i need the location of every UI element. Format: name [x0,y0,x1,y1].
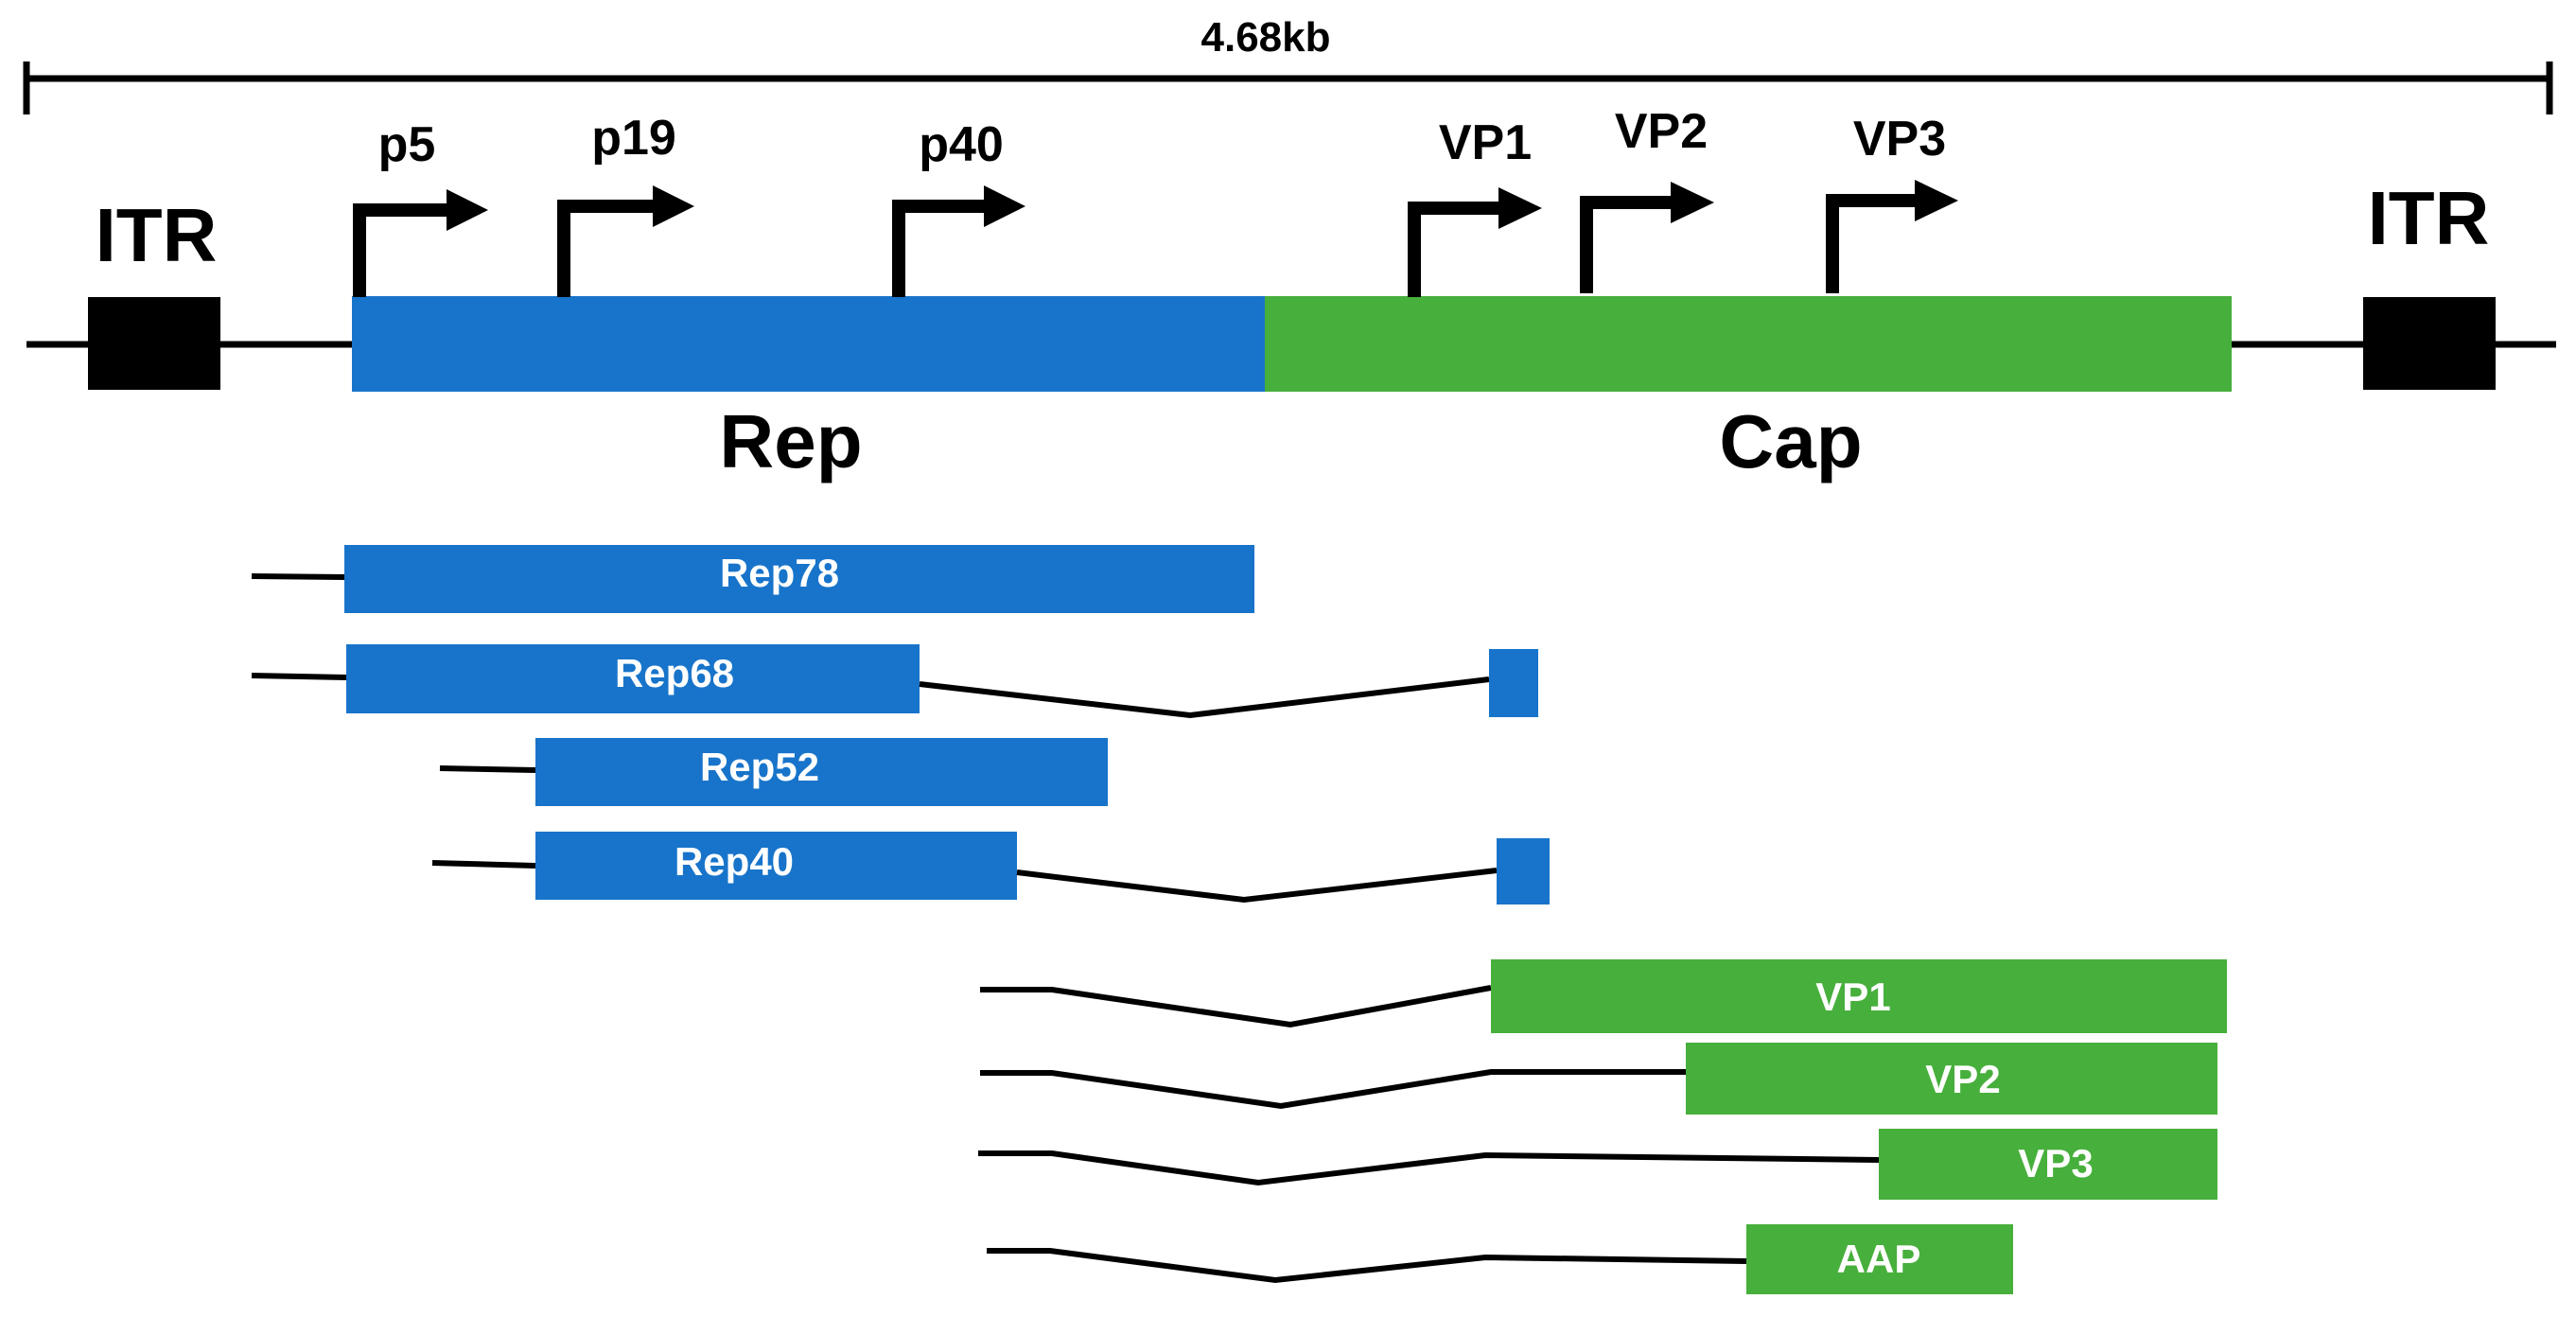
transcript-label: Rep68 [615,651,734,695]
transcript-leader-line [251,673,347,680]
transcript-label: VP2 [1925,1057,2000,1101]
promoter-arrow-icon [353,203,452,297]
transcript-label: Rep40 [675,839,794,884]
exon-box [1746,1224,2013,1294]
arrowhead-icon [984,185,1025,227]
cap-label: Cap [1719,399,1862,483]
promoter-label: p5 [378,117,436,172]
exon-box [1491,959,2227,1033]
promoters: p5 p19 p40 VP1 VP2 VP3 [353,104,1958,297]
arrowhead-icon [1498,187,1542,229]
transcripts: Rep78 Rep68 Rep52 Rep40 VP1 [251,545,2227,1294]
promoter-vp1: VP1 [1408,115,1542,297]
transcript-leader-line [251,573,345,580]
transcript-rep40: Rep40 [431,832,1550,904]
transcript-label: Rep52 [700,745,819,789]
itr-right-label: ITR [2368,176,2490,260]
genome-map: ITR ITR Rep Cap [26,176,2556,483]
promoter-arrow-icon [1580,196,1676,293]
intron-line [980,1069,1686,1110]
arrowhead-icon [1671,182,1714,223]
transcript-vp3: VP3 [978,1129,2217,1200]
promoter-label: VP2 [1615,104,1708,159]
cap-region [1265,296,2232,392]
exon-box [535,738,1108,806]
promoter-label: p40 [919,117,1004,172]
promoter-p40: p40 [892,117,1025,297]
intron-line [1016,868,1498,904]
intron-line [978,1150,1880,1186]
exon-box [346,644,920,713]
transcript-rep68: Rep68 [251,644,1538,719]
transcript-rep52: Rep52 [439,738,1108,806]
transcript-vp1: VP1 [980,959,2227,1033]
transcript-label: VP1 [1815,975,1890,1019]
transcript-label: AAP [1837,1237,1921,1281]
arrowhead-icon [447,189,488,231]
length-label: 4.68kb [1201,14,1331,61]
exon-box [535,832,1017,900]
rep-label: Rep [719,399,862,483]
promoter-label: p19 [591,111,676,166]
exon-box [1686,1043,2217,1115]
exon-box [1489,649,1538,717]
arrowhead-icon [653,185,694,227]
exon-box [344,545,1254,613]
transcript-leader-line [439,765,536,773]
promoter-arrow-icon [892,200,990,297]
transcript-aap: AAP [987,1224,2013,1294]
rep-region [352,296,1265,392]
intron-line [919,676,1490,719]
transcript-leader-line [431,860,536,869]
itr-left-box [88,297,220,390]
itr-right-box [2363,297,2496,390]
intron-line [987,1248,1747,1284]
transcript-label: VP3 [2018,1141,2093,1185]
promoter-label: VP1 [1439,115,1532,170]
promoter-arrow-icon [1826,194,1920,293]
promoter-p5: p5 [353,117,488,297]
intron-line [980,985,1492,1028]
exon-box [1879,1129,2217,1200]
length-ruler: 4.68kb [23,14,2553,114]
transcript-rep78: Rep78 [251,545,1254,613]
promoter-arrow-icon [557,200,658,297]
exon-box [1497,838,1550,904]
promoter-vp3: VP3 [1826,112,1958,293]
promoter-label: VP3 [1853,112,1946,167]
arrowhead-icon [1915,180,1958,221]
promoter-arrow-icon [1408,202,1504,297]
itr-left-label: ITR [96,193,218,277]
transcript-label: Rep78 [720,551,839,595]
promoter-vp2: VP2 [1580,104,1714,293]
promoter-p19: p19 [557,111,694,297]
transcript-vp2: VP2 [980,1043,2217,1115]
